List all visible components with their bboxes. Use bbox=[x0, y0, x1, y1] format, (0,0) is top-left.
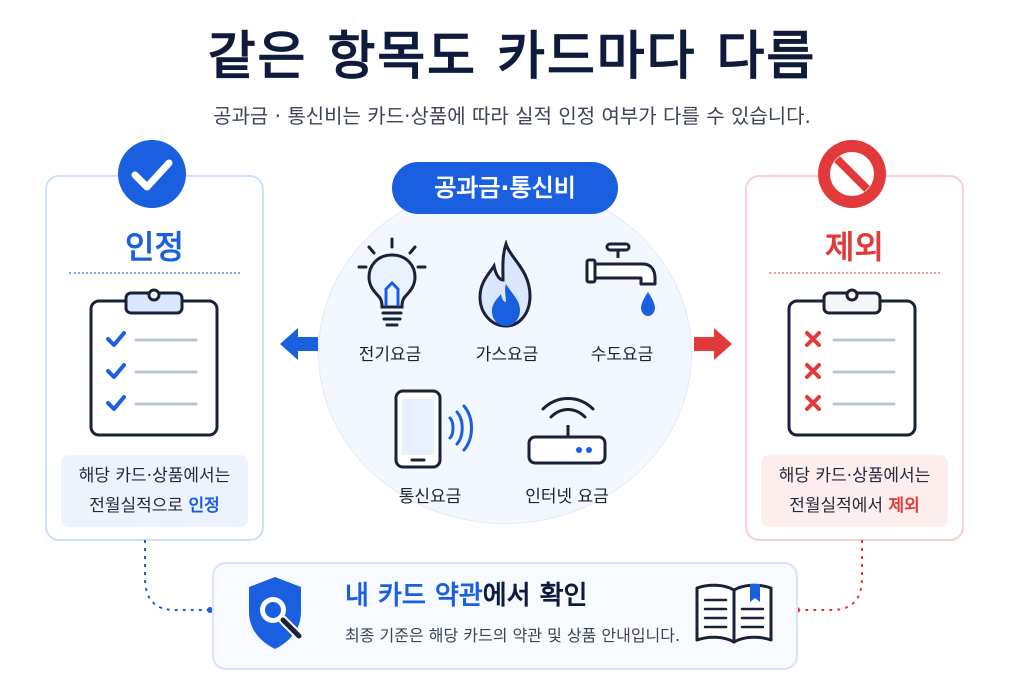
recognized-note-line2: 전월실적으로 인정 bbox=[61, 491, 248, 521]
excluded-note: 해당 카드·상품에서는 전월실적에서 제외 bbox=[761, 455, 948, 527]
excluded-note-line1: 해당 카드·상품에서는 bbox=[778, 466, 931, 486]
terms-highlight: 내 카드 약관 bbox=[345, 581, 483, 611]
lightbulb-icon bbox=[357, 237, 427, 327]
smartphone-icon bbox=[394, 389, 473, 469]
divider bbox=[769, 272, 940, 274]
router-icon bbox=[527, 397, 607, 465]
category-pill: 공과금·통신비 bbox=[392, 162, 618, 214]
center-circle-background bbox=[318, 182, 692, 524]
item-label-electricity: 전기요금 bbox=[358, 345, 422, 365]
open-book-icon bbox=[695, 583, 773, 644]
terms-note: 최종 기준은 해당 카드의 약관 및 상품 안내입니다. bbox=[345, 626, 681, 645]
recognized-note-text: 전월실적으로 bbox=[89, 496, 189, 516]
checklist-clipboard-icon bbox=[89, 288, 219, 437]
arrow-right-icon bbox=[694, 328, 732, 360]
recognized-note-line1: 해당 카드·상품에서는 bbox=[78, 466, 231, 486]
terms-check-title: 내 카드 약관에서 확인 bbox=[345, 575, 587, 612]
check-circle-icon bbox=[118, 140, 186, 208]
page-title: 같은 항목도 카드마다 다름 bbox=[207, 27, 817, 87]
divider bbox=[69, 272, 240, 274]
page-subtitle: 공과금 · 통신비는 카드·상품에 따라 실적 인정 여부가 다를 수 있습니다… bbox=[213, 104, 811, 128]
recognized-title: 인정 bbox=[125, 228, 184, 266]
faucet-icon bbox=[585, 242, 657, 316]
item-label-water: 수도요금 bbox=[590, 345, 654, 365]
x-list-clipboard-icon bbox=[787, 288, 917, 437]
terms-title-rest: 에서 확인 bbox=[482, 581, 588, 611]
item-label-gas: 가스요금 bbox=[475, 345, 539, 365]
shield-search-icon bbox=[249, 577, 304, 649]
arrow-left-icon bbox=[280, 328, 318, 360]
prohibited-icon bbox=[818, 140, 886, 208]
excluded-title: 제외 bbox=[825, 228, 884, 266]
excluded-note-line2: 전월실적에서 제외 bbox=[761, 491, 948, 521]
item-label-internet: 인터넷 요금 bbox=[525, 487, 609, 507]
recognized-highlight: 인정 bbox=[188, 496, 220, 516]
item-label-telecom: 통신요금 bbox=[398, 487, 462, 507]
excluded-note-text: 전월실적에서 bbox=[789, 496, 889, 516]
flame-icon bbox=[478, 240, 532, 328]
excluded-panel: 제외 해당 카드·상품에서는 전월실적에서 제외 bbox=[745, 175, 964, 541]
recognized-note: 해당 카드·상품에서는 전월실적으로 인정 bbox=[61, 455, 248, 527]
excluded-highlight: 제외 bbox=[888, 496, 920, 516]
